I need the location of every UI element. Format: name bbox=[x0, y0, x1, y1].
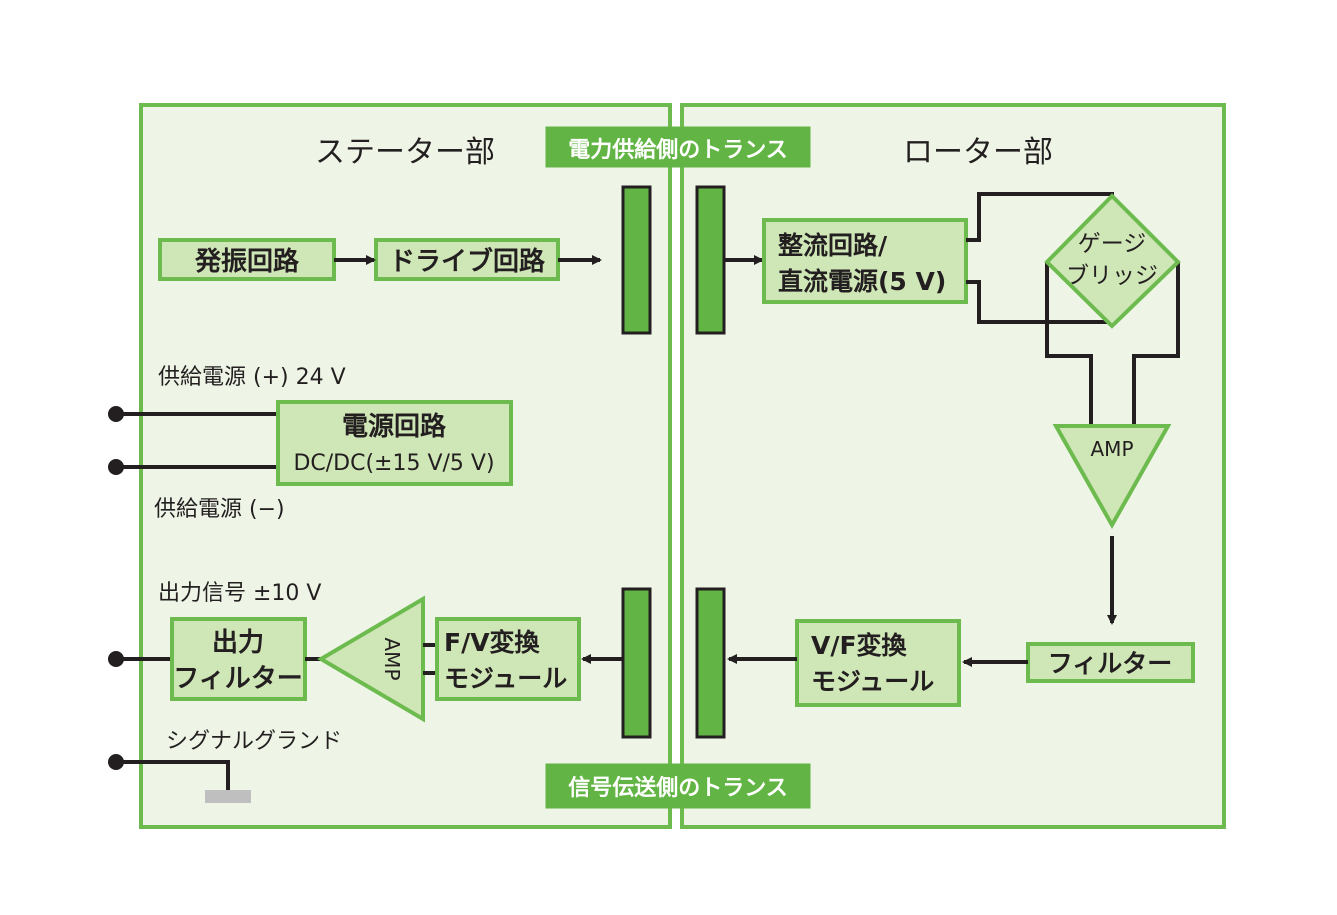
rectifier-line1: 整流回路/ bbox=[778, 231, 888, 260]
rectifier-line2: 直流電源(5 V) bbox=[778, 267, 946, 296]
signal-transformer-label: 信号伝送側のトランス bbox=[568, 775, 788, 801]
signal-ground-wire bbox=[116, 760, 230, 792]
signal-ground-label: シグナルグランド bbox=[166, 729, 342, 754]
stator-amp-triangle bbox=[317, 595, 425, 723]
stator-title: ステーター部 bbox=[315, 135, 495, 170]
fv-module-line2: モジュール bbox=[444, 664, 567, 693]
ground-symbol bbox=[205, 790, 251, 803]
vf-module-line1: V/F変換 bbox=[811, 631, 908, 660]
stator-amp-label: AMP bbox=[380, 638, 404, 681]
oscillator-label: 発振回路 bbox=[194, 246, 300, 277]
rotor-filter-box bbox=[1026, 642, 1195, 683]
gauge-bridge-diamond bbox=[1044, 193, 1181, 329]
gauge-bridge-line2: ブリッジ bbox=[1066, 263, 1158, 289]
output-filter-line1: 出力 bbox=[212, 628, 264, 658]
output-filter-box bbox=[170, 617, 307, 701]
vf-module-line2: モジュール bbox=[811, 667, 934, 696]
power-circuit-title: 電源回路 bbox=[342, 411, 447, 442]
gauge-bridge-line1: ゲージ bbox=[1078, 231, 1147, 257]
output-signal-label: 出力信号 ±10 V bbox=[158, 581, 321, 606]
rotor-amp-label: AMP bbox=[1091, 437, 1134, 461]
supply-minus-label: 供給電源 (−) bbox=[154, 497, 285, 522]
power-transformer-rotor-coil bbox=[695, 185, 726, 335]
bridge-left-wire bbox=[1045, 262, 1093, 426]
signal-transformer-label-box bbox=[545, 763, 811, 809]
signal-transformer-stator-coil bbox=[621, 587, 652, 739]
power-transformer-label-box bbox=[545, 126, 811, 168]
signal-transformer-rotor-coil bbox=[695, 587, 726, 739]
bridge-right-wire bbox=[1132, 262, 1180, 426]
supply-plus-label: 供給電源 (+) 24 V bbox=[158, 365, 346, 390]
rectifier-box bbox=[762, 218, 968, 304]
vf-module-box bbox=[795, 619, 961, 707]
power-circuit-spec: DC/DC(±15 V/5 V) bbox=[293, 451, 494, 476]
fv-module-box bbox=[435, 617, 581, 701]
power-transformer-stator-coil bbox=[621, 185, 652, 335]
output-filter-line2: フィルター bbox=[173, 664, 302, 694]
drive-label: ドライブ回路 bbox=[389, 246, 546, 277]
fv-module-line1: F/V変換 bbox=[444, 628, 541, 657]
rotor-amp-triangle bbox=[1052, 424, 1172, 530]
power-circuit-box bbox=[276, 400, 513, 486]
rotor-filter-label: フィルター bbox=[1048, 649, 1173, 678]
oscillator-box bbox=[158, 238, 336, 281]
rotor-title: ローター部 bbox=[903, 135, 1053, 170]
power-transformer-label: 電力供給側のトランス bbox=[568, 137, 788, 163]
